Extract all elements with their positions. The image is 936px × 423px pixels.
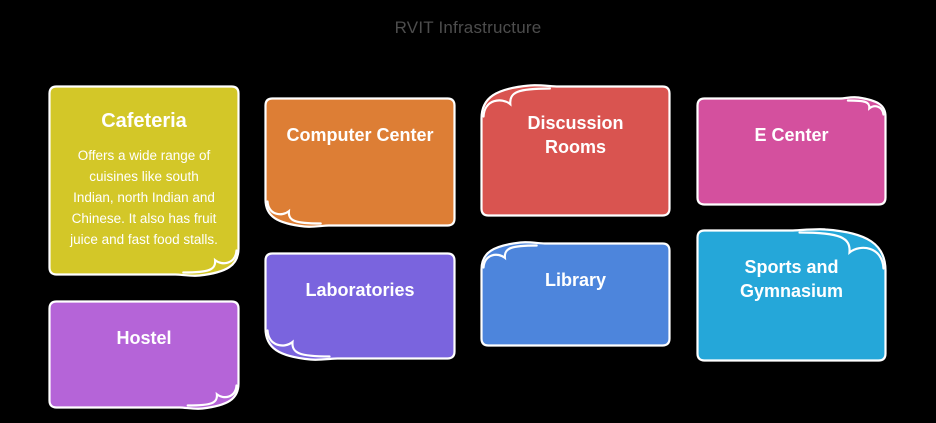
- node-content: Laboratories: [264, 252, 456, 360]
- node-title: Discussion Rooms: [527, 113, 624, 157]
- node-content: Discussion Rooms: [480, 85, 671, 217]
- node-content: Hostel: [48, 300, 240, 409]
- node-title: Library: [544, 270, 607, 290]
- node-title: Laboratories: [305, 280, 415, 300]
- node-title: Cafeteria: [101, 110, 187, 132]
- node-description: Offers a wide range of cuisines like sou…: [70, 148, 218, 247]
- node-computer-center[interactable]: Computer Center: [264, 97, 456, 228]
- node-title: Computer Center: [286, 125, 434, 145]
- node-laboratories[interactable]: Laboratories: [264, 252, 456, 361]
- node-title: E Center: [754, 125, 829, 145]
- node-content: E Center: [696, 97, 887, 206]
- node-title: Sports and Gymnasium: [739, 257, 844, 301]
- node-content: Library: [480, 242, 671, 347]
- node-content: Computer Center: [264, 97, 456, 227]
- node-content: Sports and Gymnasium: [696, 229, 887, 362]
- node-title: Hostel: [116, 328, 172, 348]
- node-discussion-rooms[interactable]: Discussion Rooms: [480, 84, 671, 217]
- diagram-title: RVIT Infrastructure: [394, 18, 542, 37]
- node-sports-and-gymnasium[interactable]: Sports and Gymnasium: [696, 228, 887, 362]
- node-e-center[interactable]: E Center: [696, 96, 887, 206]
- node-library[interactable]: Library: [480, 241, 671, 347]
- node-hostel[interactable]: Hostel: [48, 300, 240, 410]
